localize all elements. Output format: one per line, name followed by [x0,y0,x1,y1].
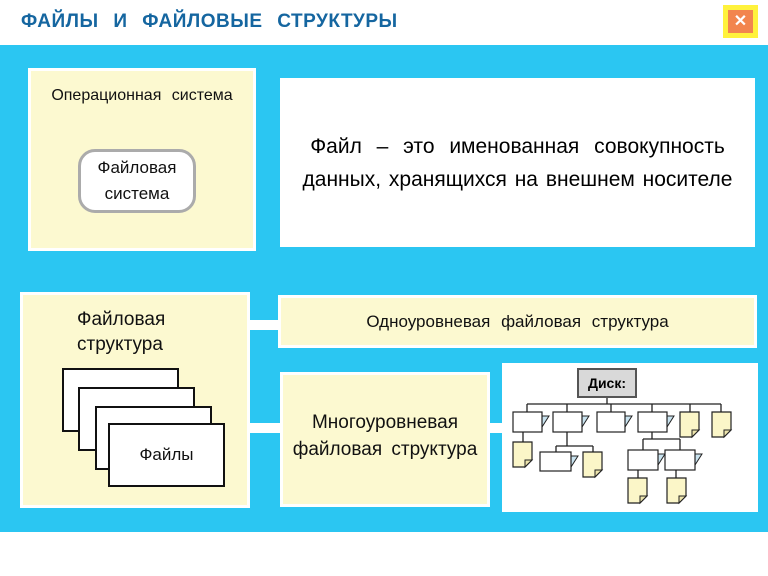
folder-icon [512,411,550,433]
file-system-label: Файловая система [97,158,177,203]
close-button[interactable]: ✕ [723,5,758,38]
disk-root-node: Диск: [577,368,637,398]
folder-icon [637,411,675,433]
file-icon [711,411,733,439]
page-title: ФАЙЛЫ И ФАЙЛОВЫЕ СТРУКТУРЫ [21,11,398,32]
connector-filestructure-singlelevel [250,320,280,330]
file-structure-title: Файловая структура [77,309,166,355]
tree-lines [522,397,722,478]
single-level-label: Одноуровневая файловая структура [366,311,669,331]
operating-system-label: Операционная система [51,87,233,104]
connector-filestructure-multilevel [250,423,280,433]
folder-icon [627,449,666,471]
file-definition-text: Файл – это именованная совокупность данн… [280,78,755,196]
folder-icon [539,451,579,472]
folder-icon [596,411,633,433]
files-label: Файлы [139,445,194,464]
folder-icon [552,411,590,433]
multi-level-structure-box: Многоуровневая файловая структура [280,372,490,507]
file-icon [627,477,649,505]
file-icon [582,451,604,479]
operating-system-box: Операционная система Файловая система [28,68,256,251]
footer-band [0,532,768,576]
connector-multilevel-tree [488,423,504,433]
file-icon [666,477,688,505]
file-definition-box: Файл – это именованная совокупность данн… [280,78,755,247]
file-icon [679,411,701,439]
file-icon [512,441,534,469]
disk-tree-box: Диск: [502,363,758,512]
file-card-front: Файлы [108,423,225,487]
header-bar: ФАЙЛЫ И ФАЙЛОВЫЕ СТРУКТУРЫ ✕ [0,0,768,45]
slide-canvas: Операционная система Файловая система Фа… [0,45,768,532]
disk-root-label: Диск: [588,375,626,391]
close-icon: ✕ [728,10,753,33]
single-level-structure-box: Одноуровневая файловая структура [278,295,757,348]
file-definition-line1: Файл – это именованная совокупность [310,135,725,158]
multi-level-label: Многоуровневая файловая структура [292,412,478,460]
file-structure-box: Файловая структура Файлы [20,292,250,508]
folder-icon [664,449,703,471]
file-system-rounded-box: Файловая система [78,149,196,213]
file-definition-line2: данных, хранящихся на внешнем носителе [302,168,733,191]
disk-tree-svg: Диск: [512,368,733,505]
